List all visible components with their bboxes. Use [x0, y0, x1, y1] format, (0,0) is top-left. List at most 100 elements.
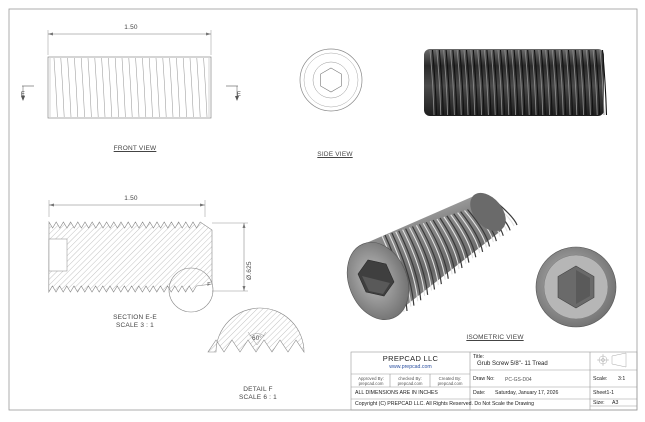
front-thread-line [169, 57, 174, 118]
draw-no-value: PC-GS-D04 [505, 377, 532, 383]
isometric-view-label: ISOMETRIC VIEW [466, 334, 524, 341]
black-thread-ridge [585, 49, 591, 116]
iso-thread-ridge [429, 220, 453, 275]
iso-thread-ridge [409, 227, 433, 291]
detail-mark: F [207, 282, 211, 288]
size-value: A3 [612, 400, 619, 406]
iso-thread-ridge [443, 216, 467, 264]
front-thread-line [114, 57, 119, 118]
black-thread-ridge [470, 49, 476, 116]
front-thread-line [182, 57, 187, 118]
detail-angle: 60° [252, 336, 262, 342]
front-thread-line [128, 57, 133, 118]
front-thread-line [162, 57, 167, 118]
side-view [299, 48, 363, 112]
iso-thread-ridge [415, 225, 439, 286]
black-thread-ridge [456, 49, 462, 116]
title-value: Grub Screw 5/8"- 11 Tread [477, 361, 548, 367]
section-mark-right: E [236, 92, 242, 98]
copyright-note: Copyright (C) PREPCAD LLC. All Rights Re… [355, 401, 535, 407]
front-view-threads [49, 57, 210, 118]
approved-label: Approved By: [358, 376, 384, 381]
iso-thread-ridge [464, 210, 488, 248]
scale-label: Scale: [593, 376, 608, 382]
iso-thread-ridge [422, 222, 446, 280]
hex-socket-outline [320, 67, 342, 93]
black-thread-ridge [565, 49, 571, 116]
date-value: Saturday, January 17, 2026 [495, 390, 559, 396]
black-thread-ridge [477, 49, 483, 116]
checked-value: prepcad.com [397, 381, 423, 386]
isometric-render [346, 192, 518, 320]
front-thread-line [148, 57, 153, 118]
front-thread-line [176, 57, 181, 118]
black-thread-ridge [558, 49, 564, 116]
company-website[interactable]: www.prepcad.com [389, 364, 432, 370]
front-thread-line [80, 57, 85, 118]
section-dim-length: 1.50 [124, 195, 138, 202]
black-thread-ridge [490, 49, 496, 116]
created-value: prepcad.com [437, 381, 463, 386]
black-thread-ridge [436, 49, 442, 116]
black-thread-ridge [511, 49, 517, 116]
sheet-border [8, 8, 638, 411]
front-thread-line [74, 57, 79, 118]
created-label: Created By: [438, 376, 462, 381]
black-thread-ridge [524, 49, 530, 116]
date-label: Date: [473, 390, 486, 396]
section-dim-dia-text: Ø.625 [246, 261, 253, 280]
end-view-render [535, 246, 617, 328]
front-dim-length: 1.50 [124, 24, 138, 31]
front-thread-line [142, 57, 147, 118]
sheet-number: Sheet1-1 [593, 390, 615, 396]
title-label: Title: [473, 354, 485, 360]
black-thread-ridge [551, 49, 557, 116]
black-thread-ridge [579, 49, 585, 116]
black-thread-ridge [443, 49, 449, 116]
front-view [21, 30, 239, 119]
checked-label: checked By: [398, 376, 422, 381]
iso-thread-ridge [450, 214, 474, 259]
black-thread-ridge [592, 49, 598, 116]
iso-thread-ridge [436, 218, 460, 270]
black-thread-ridge [449, 49, 455, 116]
approved-value: prepcad.com [358, 381, 384, 386]
iso-thread-ridge [395, 231, 419, 302]
black-thread-ridge [483, 49, 489, 116]
black-thread-render [424, 49, 608, 116]
black-thread-ridge [531, 49, 537, 116]
black-thread-ridge [538, 49, 544, 116]
black-thread-ridge [429, 49, 435, 116]
scale-value: 3:1 [618, 376, 626, 382]
black-thread-ridge [463, 49, 469, 116]
front-thread-line [67, 57, 72, 118]
front-thread-line [53, 57, 58, 118]
section-socket [48, 238, 68, 272]
front-view-label: FRONT VIEW [113, 145, 157, 152]
front-thread-line [108, 57, 113, 118]
black-thread-ridge [504, 49, 510, 116]
section-view [48, 200, 248, 313]
front-thread-line [101, 57, 106, 118]
side-view-label: SIDE VIEW [317, 151, 353, 158]
projection-symbol [597, 352, 627, 368]
black-thread-ridge [572, 49, 578, 116]
front-thread-line [203, 57, 208, 118]
front-thread-line [135, 57, 140, 118]
black-thread-ridge [517, 49, 523, 116]
title-block-frame [350, 351, 638, 411]
front-thread-line [121, 57, 126, 118]
iso-thread-ridge [402, 229, 426, 296]
black-thread-ridge [599, 49, 605, 116]
section-view-label: SECTION E-E [113, 314, 157, 321]
front-thread-line [94, 57, 99, 118]
front-thread-line [196, 57, 201, 118]
company-name: PREPCAD LLC [382, 354, 439, 363]
front-thread-line [155, 57, 160, 118]
section-mark-left: E [20, 92, 26, 98]
detail-view-label: DETAIL F [243, 386, 273, 393]
front-thread-line [87, 57, 92, 118]
black-thread-ridge [545, 49, 551, 116]
iso-thread-ridge [457, 212, 481, 253]
